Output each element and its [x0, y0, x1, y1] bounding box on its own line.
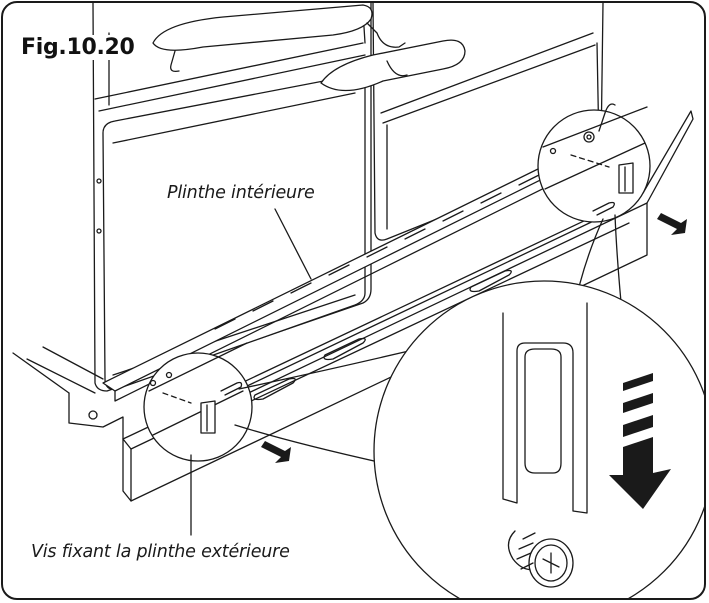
detail-circle-right [537, 103, 651, 223]
door-handles [152, 4, 466, 92]
cooker-side [12, 346, 104, 394]
plinth-assembly-illustration [12, 3, 704, 598]
figure-label: Fig.10.20 [17, 35, 139, 60]
insertion-arrow-icon [657, 213, 687, 235]
detail-circle-left [143, 342, 253, 462]
leader-lines [190, 208, 312, 536]
screw-icon [507, 530, 574, 588]
large-detail-circle [373, 280, 704, 598]
inner-plinth-label: Plinthe intérieure [167, 183, 315, 203]
insertion-arrow-icon-left [261, 441, 291, 463]
screw-label: Vis fixant la plinthe extérieure [31, 542, 290, 562]
down-arrow-icon [609, 373, 671, 509]
